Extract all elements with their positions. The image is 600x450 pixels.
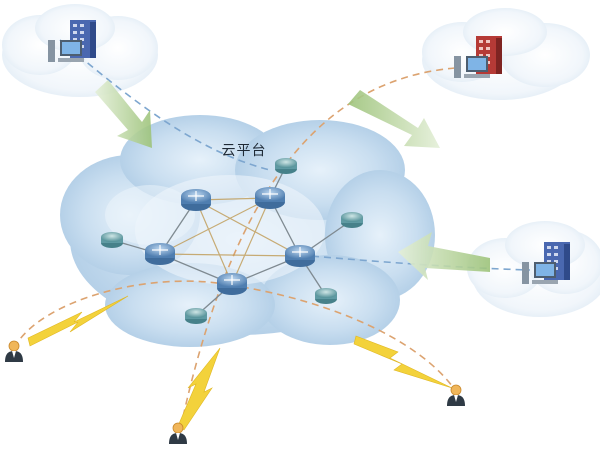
switch-icon <box>101 232 123 248</box>
arrow-icon <box>398 232 490 280</box>
computer-icon <box>522 262 558 284</box>
router-icon <box>285 245 315 267</box>
switch-icon <box>185 308 207 324</box>
routers <box>145 187 315 295</box>
arrow-icon <box>348 90 440 148</box>
router-icon <box>145 243 175 265</box>
site-top-right <box>454 36 502 78</box>
lightning-icon <box>27 295 129 347</box>
cloud-platform-label: 云平台 <box>221 143 267 159</box>
user-icon <box>5 340 23 362</box>
dashed-link-arc-orange-left <box>13 280 231 349</box>
router-icon <box>217 273 247 295</box>
site-right <box>522 242 570 284</box>
arrow-icon <box>95 80 152 148</box>
lightning-icon <box>353 335 453 389</box>
switch-icon <box>341 212 363 228</box>
switches <box>101 158 363 324</box>
router-icon <box>255 187 285 209</box>
wireless-links <box>27 295 453 431</box>
switch-icon <box>275 158 297 174</box>
inbound-arrows <box>95 80 490 280</box>
site-top-left <box>48 20 96 62</box>
user-icon <box>447 384 465 406</box>
office-building-icon <box>544 242 570 280</box>
computer-icon <box>48 40 84 62</box>
dashed-link-arc-orange-right <box>229 284 456 391</box>
cloud-top-right <box>422 8 590 100</box>
dashed-link-arc-orange-top <box>177 67 456 441</box>
switch-icon <box>315 288 337 304</box>
user-icon <box>169 422 187 444</box>
users <box>5 340 465 444</box>
computer-icon <box>454 56 490 78</box>
router-icon <box>181 189 211 211</box>
lightning-icon <box>177 347 221 431</box>
dashed-link-arc-blue-right <box>299 254 531 271</box>
